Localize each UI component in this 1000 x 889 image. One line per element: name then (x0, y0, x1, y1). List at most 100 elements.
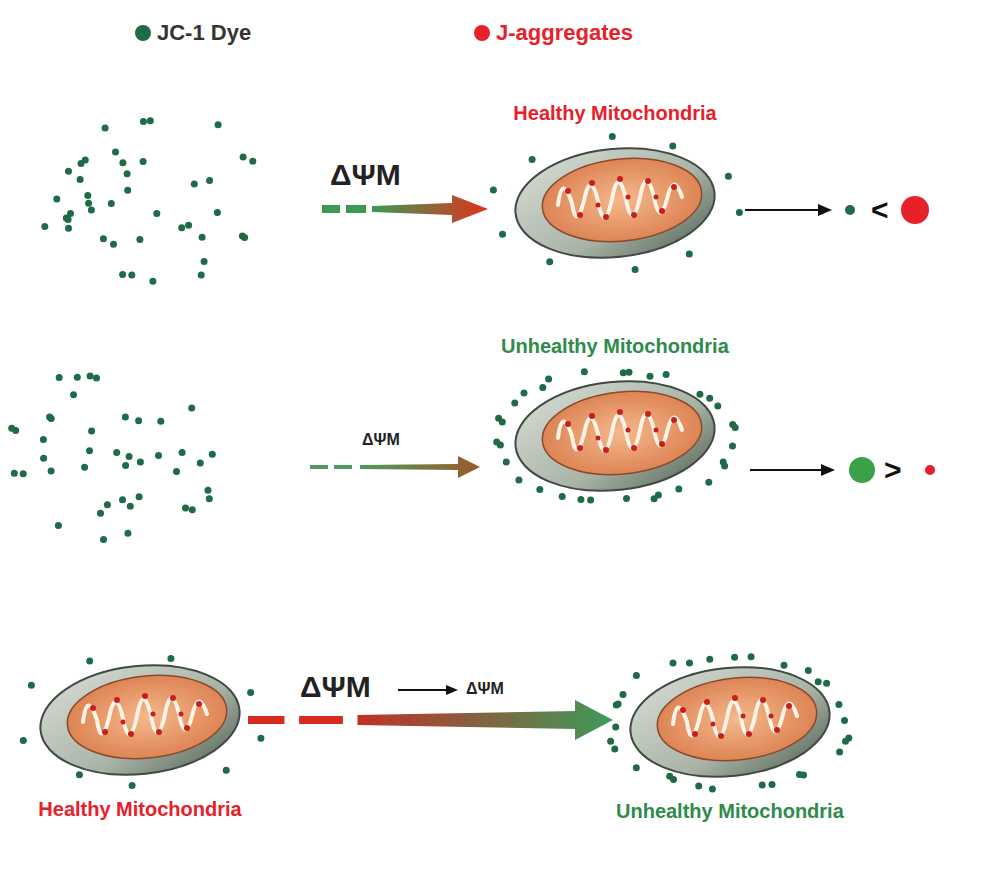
node-title: Unhealthy Mitochondria (501, 335, 729, 358)
dye-dot (729, 442, 736, 449)
dye-dot (493, 439, 500, 446)
dye-dot (119, 496, 126, 503)
potential-label: ΔΨM (330, 160, 401, 190)
legend-item: JC-1 Dye (135, 20, 251, 45)
potential-label: ΔΨM (300, 672, 371, 702)
dye-dot (65, 168, 72, 175)
dye-dot (748, 653, 755, 660)
dye-dot (515, 477, 522, 484)
dye-dot (48, 468, 55, 475)
dye-dot (88, 428, 95, 435)
dye-dot (615, 701, 622, 708)
dye-dot (545, 375, 552, 382)
dye-dot (511, 400, 518, 407)
dye-dot (173, 468, 180, 475)
dye-dot (140, 118, 147, 125)
dye-dot (499, 231, 506, 238)
dye-dot (185, 222, 192, 229)
dye-dot (201, 258, 208, 265)
dye-dot (182, 505, 189, 512)
dye-dot (651, 495, 658, 502)
dye-dot (720, 458, 727, 465)
dye-dot (189, 506, 196, 513)
dye-dot (93, 375, 100, 382)
dye-dot (215, 121, 222, 128)
legend-swatch (474, 25, 490, 41)
dye-dot (74, 374, 81, 381)
dye-dot (46, 414, 53, 421)
dye-dot (695, 783, 702, 790)
dye-dot (108, 200, 115, 207)
dye-dot (529, 156, 536, 163)
dye-dot (136, 236, 143, 243)
dye-dot (206, 177, 213, 184)
dye-dot (124, 170, 131, 177)
dye-dot (609, 133, 616, 140)
dye-dot (706, 656, 713, 663)
dye-dot (675, 486, 682, 493)
dye-dot (149, 278, 156, 285)
dye-dot (100, 235, 107, 242)
dye-dot (86, 447, 93, 454)
dye-dot (611, 746, 618, 753)
dye-dot (736, 209, 743, 216)
dye-dot (122, 414, 129, 421)
dye-dot (536, 486, 543, 493)
mitochondrion: Healthy Mitochondria (510, 102, 720, 263)
legend-text: JC-1 Dye (157, 20, 251, 45)
dye-dot (67, 210, 74, 217)
dye-dot (102, 124, 109, 131)
node-title: Unhealthy Mitochondria (616, 800, 844, 823)
green-dot (845, 205, 855, 215)
dye-dot (11, 470, 18, 477)
dye-dot (607, 738, 614, 745)
dye-dot (128, 271, 135, 278)
dye-dot (247, 689, 254, 696)
dye-dot (112, 149, 119, 156)
potential-arrow (248, 700, 613, 740)
dye-dot (55, 522, 62, 529)
dye-dot (86, 658, 93, 665)
result-arrow (745, 209, 820, 211)
dye-dot (153, 210, 160, 217)
dye-dot (197, 460, 204, 467)
dye-dot (53, 196, 60, 203)
mitochondrion-drawing (625, 662, 835, 782)
dye-dot (725, 173, 732, 180)
dye-dot (157, 418, 164, 425)
dye-dot (20, 737, 27, 744)
dye-dot (97, 510, 104, 517)
dye-dot (126, 453, 133, 460)
dye-dot (127, 503, 134, 510)
dye-dot (155, 452, 162, 459)
dye-dot (696, 391, 703, 398)
dye-dot (104, 501, 111, 508)
dye-dot (841, 717, 848, 724)
dye-dot (205, 487, 212, 494)
mitochondrion: Unhealthy Mitochondria (501, 335, 729, 496)
dye-dot (781, 662, 788, 669)
dye-dot (769, 781, 776, 788)
dash (310, 465, 328, 469)
dye-dot (620, 691, 627, 698)
dye-dot (178, 224, 185, 231)
dye-dot (81, 464, 88, 471)
dye-dot (137, 459, 144, 466)
dye-dot (709, 786, 716, 793)
dye-dot (241, 234, 248, 241)
dye-dot (632, 266, 639, 273)
dye-dot (87, 372, 94, 379)
dye-dot (521, 389, 528, 396)
node-title: Healthy Mitochondria (38, 798, 241, 821)
potential-label: ΔΨM (362, 432, 400, 448)
comparison-sign: < (871, 195, 889, 225)
dye-dot (136, 493, 143, 500)
dye-dot (805, 667, 812, 674)
dye-dot (198, 272, 205, 279)
arrow-head (818, 204, 832, 216)
dye-dot (686, 251, 693, 258)
dye-dot (85, 200, 92, 207)
dye-dot (41, 223, 48, 230)
node-title: Healthy Mitochondria (513, 102, 716, 125)
green-dot (849, 457, 875, 483)
